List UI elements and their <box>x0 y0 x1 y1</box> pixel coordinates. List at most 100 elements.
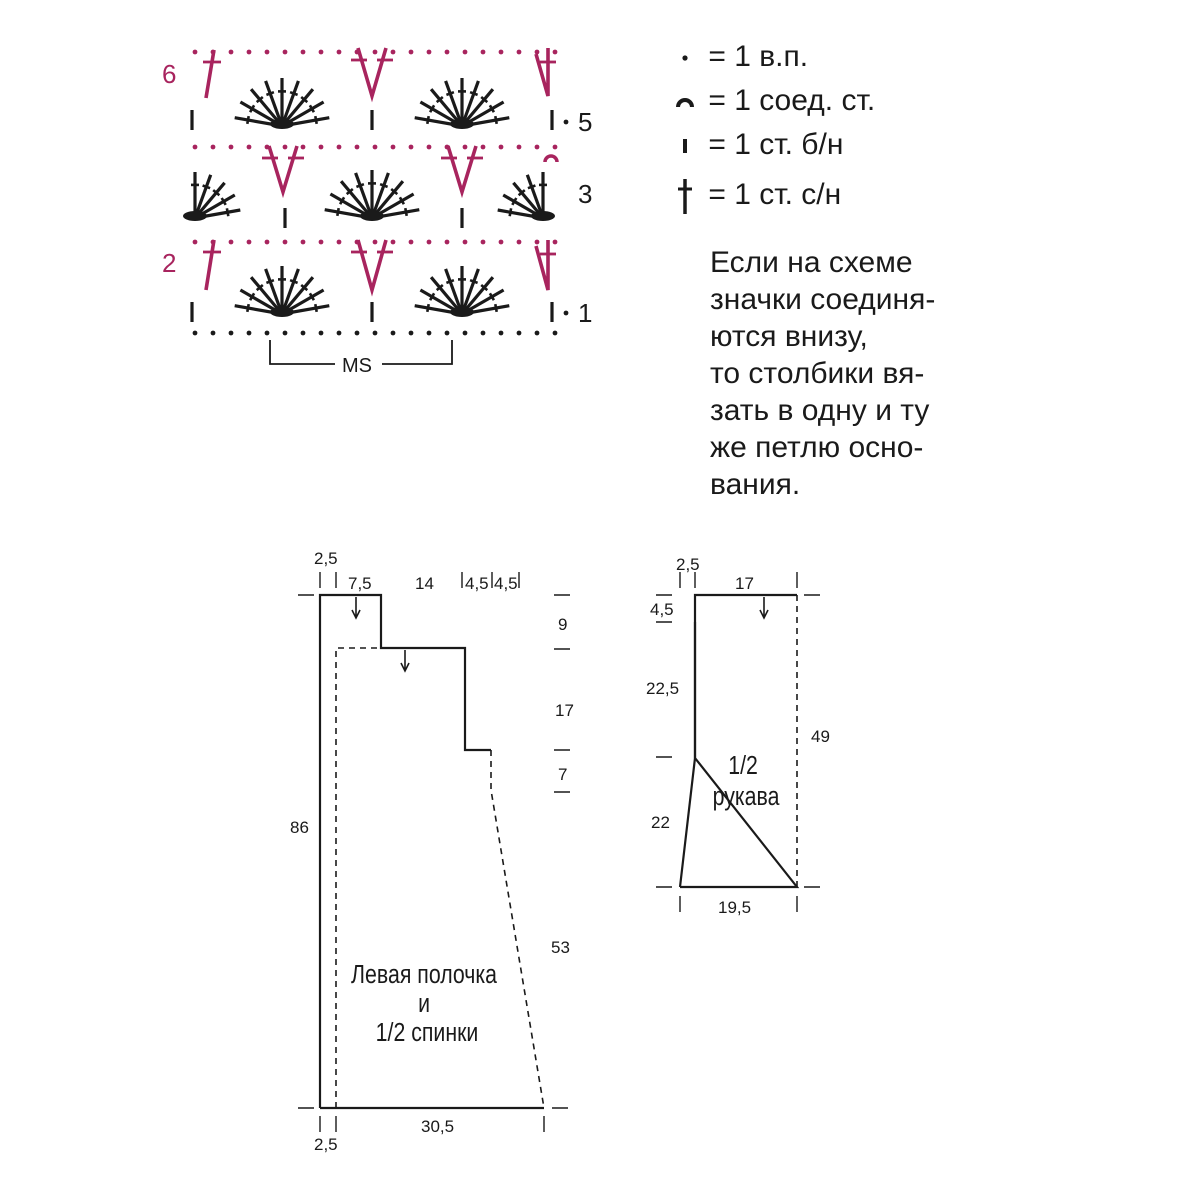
chain-dot <box>228 239 234 245</box>
chain-dot <box>408 239 414 245</box>
dot-chain-icon <box>670 40 700 74</box>
shell-stitch-bar <box>390 188 399 196</box>
half-v-stitch <box>534 240 556 291</box>
shell-stitch-bar <box>308 292 316 301</box>
shell-stitch-bar <box>308 104 316 113</box>
sleeve-outline <box>680 593 800 889</box>
chain-dot <box>552 144 558 150</box>
shell-stitch-bar <box>300 96 309 104</box>
chain-dot <box>462 49 468 55</box>
shell-stitch-bar <box>508 208 513 217</box>
shell-stitch-bar <box>426 115 430 125</box>
stitch-chart: 6 5 3 2 1 MS <box>162 47 592 377</box>
chain-dot <box>192 49 198 55</box>
note-line: же петлю осно- <box>710 431 924 464</box>
legend-row-sc: = 1 ст. б/н <box>670 128 843 162</box>
arrow-down-icon <box>400 650 410 673</box>
piece-label-line: Левая полочка <box>351 960 498 990</box>
chain-dot <box>426 330 432 336</box>
chain-dot <box>228 330 234 336</box>
shell-stitch-bar <box>220 197 227 206</box>
shell-stitch-bar <box>445 90 455 97</box>
chain-dot <box>390 49 396 55</box>
chain-dot <box>246 330 252 336</box>
dim-sleeve-top: 17 <box>735 574 754 593</box>
shell-stitch-bar <box>289 90 299 97</box>
chain-dot <box>246 239 252 245</box>
chain-dot <box>336 239 342 245</box>
front-back-outline <box>318 593 491 1108</box>
half-v-line <box>534 48 550 97</box>
chain-dot <box>534 144 540 150</box>
chain-dot <box>192 239 198 245</box>
shell-stitch <box>460 80 480 127</box>
chain-dot <box>300 330 306 336</box>
chain-dot <box>372 144 378 150</box>
chain-dot <box>498 239 504 245</box>
row-label-2: 2 <box>162 248 176 278</box>
shell-stitch-bar <box>428 292 436 301</box>
shell-stitch-bar <box>255 96 264 104</box>
note-text: Если на схеме значки соединя- ются внизу… <box>710 244 1010 503</box>
chain-dot <box>552 239 558 245</box>
row-label-3: 3 <box>578 179 592 209</box>
chain-dot <box>246 144 252 150</box>
legend-row-chain: = 1 в.п. <box>670 40 808 74</box>
chain-dot <box>300 239 306 245</box>
shell-stitch <box>264 80 284 127</box>
single-crochet-marks <box>190 110 554 322</box>
chain-dot <box>480 144 486 150</box>
chain-dot <box>264 239 270 245</box>
chain-dot <box>426 49 432 55</box>
shell-stitch-bar <box>355 182 365 189</box>
dimension-ticks <box>319 1116 545 1132</box>
shell-stitch-bar <box>426 303 430 313</box>
dim-total-height: 86 <box>290 818 309 837</box>
arrow-down-icon <box>351 597 361 620</box>
shell-stitch <box>354 172 374 219</box>
chain-dot <box>444 330 450 336</box>
chain-dot <box>192 144 198 150</box>
row-label-5: 5 <box>578 107 592 137</box>
note-line: ются внизу, <box>710 320 868 353</box>
half-v-line <box>534 240 550 291</box>
row-label-dot <box>563 310 569 316</box>
chain-dot <box>462 144 468 150</box>
dimension-ticks <box>319 572 520 588</box>
v-stitch-line <box>356 47 388 103</box>
chain-dot <box>336 144 342 150</box>
dim-sleeve-upper: 22,5 <box>646 679 679 698</box>
half-v-stitch <box>534 48 556 97</box>
shell-stitch-bar <box>469 90 479 97</box>
chain-dot <box>192 330 198 336</box>
dim-armhole-b: 4,5 <box>494 574 518 593</box>
chain-dot <box>300 144 306 150</box>
chain-dot <box>282 49 288 55</box>
shell-stitch-bar <box>225 208 230 217</box>
chain-dot <box>336 330 342 336</box>
dimension-ticks <box>656 594 820 888</box>
dim-armhole-a: 4,5 <box>465 574 489 593</box>
double-crochet-icon <box>670 176 700 216</box>
chain-dot <box>390 330 396 336</box>
legend-text: = 1 ст. б/н <box>708 128 844 161</box>
shell-stitch <box>370 172 390 219</box>
piece-label: Левая полочка и 1/2 спинки <box>351 960 503 1048</box>
shell-fan <box>234 266 330 317</box>
note-line: вания. <box>710 468 801 501</box>
shell-stitch-bar <box>480 284 489 292</box>
shell-stitch-bar <box>338 196 346 205</box>
chain-dot <box>372 49 378 55</box>
v-stitch <box>262 145 304 199</box>
chain-dot <box>480 239 486 245</box>
shell-stitch-bar <box>248 104 256 113</box>
shell-stitch <box>193 174 213 219</box>
v-stitch <box>351 47 393 103</box>
chain-dot <box>318 239 324 245</box>
v-stitch <box>351 239 393 297</box>
chain-dot <box>372 330 378 336</box>
chain-dot <box>408 49 414 55</box>
repeat-bracket <box>269 340 453 365</box>
chain-dot <box>264 330 270 336</box>
chain-dot <box>408 330 414 336</box>
